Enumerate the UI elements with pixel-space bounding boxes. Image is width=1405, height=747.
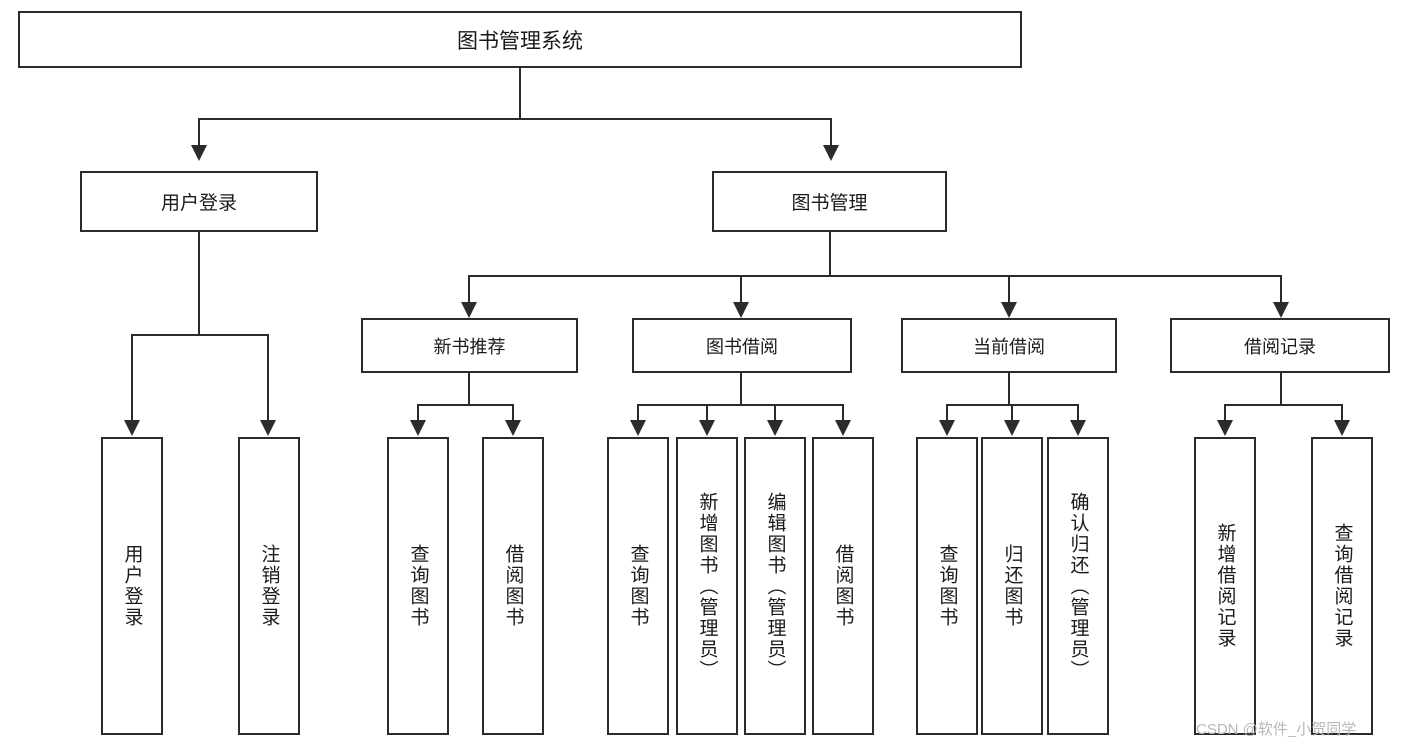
connector-current-leaf3 xyxy=(1077,404,1079,421)
arrowhead-userlogin-leaf2 xyxy=(260,420,276,436)
node-label: 新增借阅记录 xyxy=(1214,523,1236,649)
node-label: 确认归还（管理员） xyxy=(1067,491,1089,681)
node-current-borrow[interactable]: 当前借阅 xyxy=(901,318,1117,373)
node-book-management[interactable]: 图书管理 xyxy=(712,171,947,232)
arrowhead-borrow-leaf1 xyxy=(630,420,646,436)
node-label: 图书管理系统 xyxy=(457,29,583,53)
leaf-edit-book-admin[interactable]: 编辑图书（管理员） xyxy=(744,437,806,735)
arrowhead-bookmgmt-current xyxy=(1001,302,1017,318)
connector-newbook-stem xyxy=(468,373,470,405)
node-label: 查询图书 xyxy=(627,544,649,628)
connector-record-leaf1 xyxy=(1224,404,1226,421)
connector-bookmgmt-to-record xyxy=(1280,275,1282,303)
arrowhead-root-to-userlogin xyxy=(191,145,207,161)
connector-newbook-bar xyxy=(417,404,514,406)
node-label: 新书推荐 xyxy=(433,336,506,357)
connector-root-to-userlogin xyxy=(198,118,200,145)
node-label: 新增图书（管理员） xyxy=(696,491,718,681)
connector-bookmgmt-to-borrow xyxy=(740,275,742,303)
leaf-query-book-borrow[interactable]: 查询图书 xyxy=(607,437,669,735)
leaf-add-book-admin[interactable]: 新增图书（管理员） xyxy=(676,437,738,735)
arrowhead-current-leaf1 xyxy=(939,420,955,436)
node-new-book-recommend[interactable]: 新书推荐 xyxy=(361,318,578,373)
connector-borrow-stem xyxy=(740,373,742,405)
connector-userlogin-stem xyxy=(198,232,200,335)
arrowhead-borrow-leaf3 xyxy=(767,420,783,436)
arrowhead-newbook-leaf2 xyxy=(505,420,521,436)
connector-userlogin-bar xyxy=(131,334,268,336)
node-label: 编辑图书（管理员） xyxy=(764,491,786,681)
leaf-add-borrow-record[interactable]: 新增借阅记录 xyxy=(1194,437,1256,735)
connector-borrow-leaf2 xyxy=(706,404,708,421)
node-label: 归还图书 xyxy=(1001,544,1023,628)
arrowhead-newbook-leaf1 xyxy=(410,420,426,436)
arrowhead-record-leaf2 xyxy=(1334,420,1350,436)
connector-current-leaf2 xyxy=(1011,404,1013,421)
connector-userlogin-to-leaf2 xyxy=(267,334,269,420)
leaf-user-login[interactable]: 用户登录 xyxy=(101,437,163,735)
leaf-borrow-book-recommend[interactable]: 借阅图书 xyxy=(482,437,544,735)
leaf-return-book[interactable]: 归还图书 xyxy=(981,437,1043,735)
node-label: 图书借阅 xyxy=(706,336,778,357)
node-label: 借阅图书 xyxy=(502,544,524,628)
connector-bookmgmt-stem xyxy=(829,232,831,276)
csdn-watermark: CSDN @软件_小贺同学 xyxy=(1196,721,1357,738)
node-label: 用户登录 xyxy=(160,193,237,214)
node-label: 当前借阅 xyxy=(973,336,1045,357)
node-label: 查询图书 xyxy=(407,544,429,628)
arrowhead-bookmgmt-newbook xyxy=(461,302,477,318)
node-root-system[interactable]: 图书管理系统 xyxy=(18,11,1022,68)
connector-userlogin-to-leaf1 xyxy=(131,334,133,420)
connector-record-leaf2 xyxy=(1341,404,1343,421)
arrowhead-record-leaf1 xyxy=(1217,420,1233,436)
node-label: 用户登录 xyxy=(121,544,143,628)
arrowhead-userlogin-leaf1 xyxy=(124,420,140,436)
node-label: 查询图书 xyxy=(936,544,958,628)
connector-borrow-leaf1 xyxy=(637,404,639,421)
node-book-borrow[interactable]: 图书借阅 xyxy=(632,318,852,373)
node-label: 图书管理 xyxy=(791,193,868,214)
connector-newbook-leaf2 xyxy=(512,404,514,421)
connector-current-stem xyxy=(1008,373,1010,405)
connector-record-stem xyxy=(1280,373,1282,405)
connector-root-to-bookmgmt xyxy=(830,118,832,145)
connector-record-bar xyxy=(1224,404,1343,406)
connector-root-bar xyxy=(198,118,832,120)
node-label: 借阅图书 xyxy=(832,544,854,628)
connector-borrow-leaf4 xyxy=(842,404,844,421)
arrowhead-borrow-leaf4 xyxy=(835,420,851,436)
connector-bookmgmt-to-newbook xyxy=(468,275,470,303)
arrowhead-bookmgmt-borrow xyxy=(733,302,749,318)
connector-newbook-leaf1 xyxy=(417,404,419,421)
connector-current-leaf1 xyxy=(946,404,948,421)
leaf-confirm-return-admin[interactable]: 确认归还（管理员） xyxy=(1047,437,1109,735)
leaf-query-book-current[interactable]: 查询图书 xyxy=(916,437,978,735)
arrowhead-current-leaf3 xyxy=(1070,420,1086,436)
node-user-login[interactable]: 用户登录 xyxy=(80,171,318,232)
connector-root-stem xyxy=(519,68,521,119)
arrowhead-bookmgmt-record xyxy=(1273,302,1289,318)
connector-bookmgmt-to-current xyxy=(1008,275,1010,303)
node-borrow-record[interactable]: 借阅记录 xyxy=(1170,318,1390,373)
leaf-query-borrow-record[interactable]: 查询借阅记录 xyxy=(1311,437,1373,735)
node-label: 借阅记录 xyxy=(1244,336,1316,357)
node-label: 注销登录 xyxy=(258,544,280,628)
node-label: 查询借阅记录 xyxy=(1331,523,1353,649)
connector-bookmgmt-bar xyxy=(468,275,1282,277)
leaf-logout[interactable]: 注销登录 xyxy=(238,437,300,735)
connector-borrow-bar xyxy=(637,404,844,406)
arrowhead-root-to-bookmgmt xyxy=(823,145,839,161)
leaf-query-book-recommend[interactable]: 查询图书 xyxy=(387,437,449,735)
connector-borrow-leaf3 xyxy=(774,404,776,421)
arrowhead-current-leaf2 xyxy=(1004,420,1020,436)
leaf-borrow-book[interactable]: 借阅图书 xyxy=(812,437,874,735)
arrowhead-borrow-leaf2 xyxy=(699,420,715,436)
